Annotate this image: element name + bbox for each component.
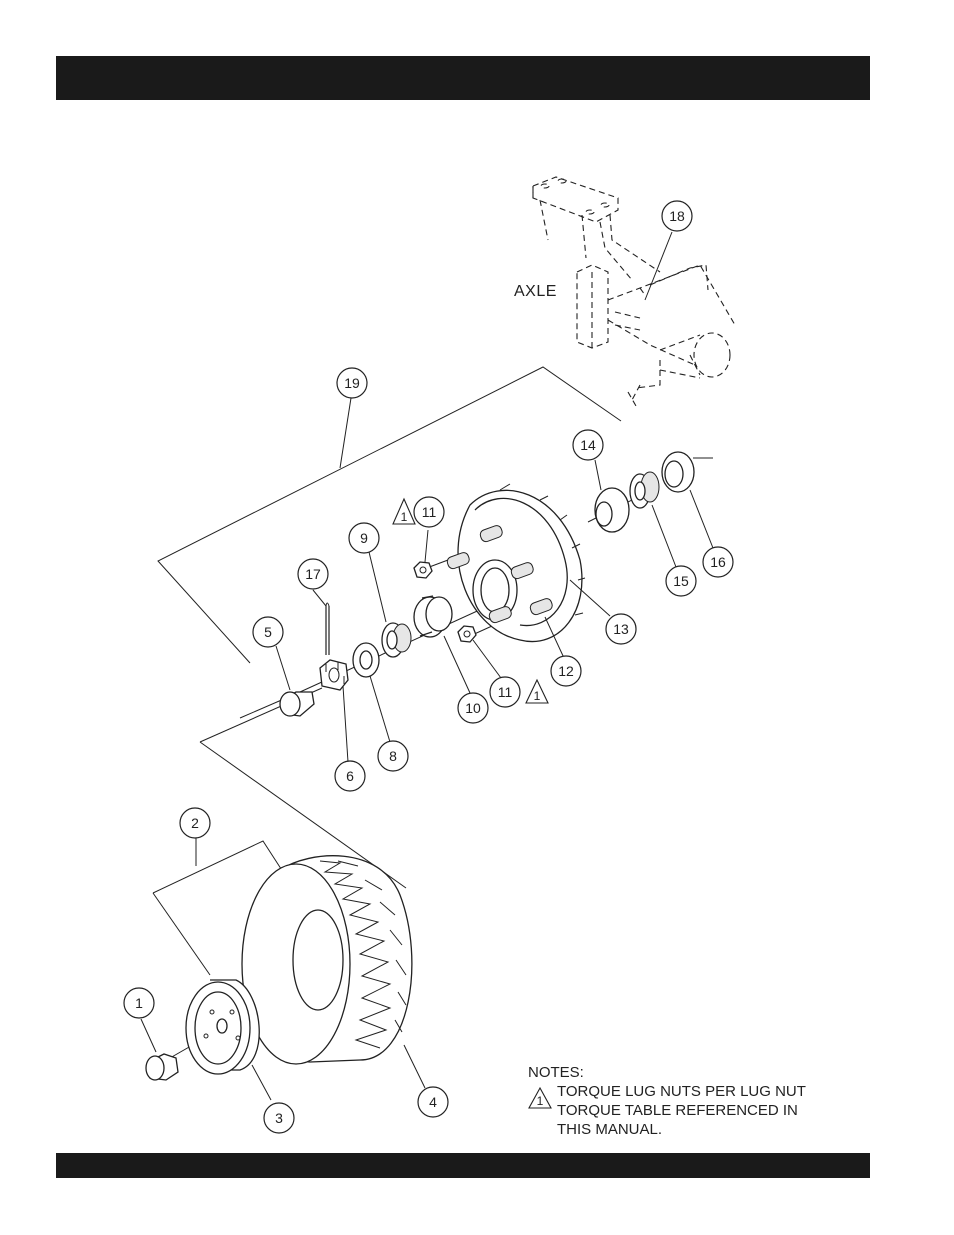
callout-label: 10 <box>465 700 481 716</box>
footer-bar <box>56 1153 870 1178</box>
note-line: TORQUE TABLE REFERENCED IN <box>528 1101 806 1120</box>
bearing-cone-15 <box>630 472 659 508</box>
bearing-cone-9 <box>382 623 411 657</box>
note-line: THIS MANUAL. <box>528 1120 806 1139</box>
warning-number: 1 <box>534 689 541 703</box>
callout-label: 12 <box>558 663 574 679</box>
warning-triangle-icon: 1 <box>528 1087 552 1109</box>
callout-label: 17 <box>305 566 321 582</box>
callout-1: 1 <box>124 988 154 1018</box>
hub-drum-13 <box>458 484 585 642</box>
notes-title: NOTES: <box>528 1063 806 1082</box>
callout-label: 6 <box>346 768 354 784</box>
cotter-pin-17 <box>326 603 329 655</box>
callout-8: 8 <box>378 741 408 771</box>
callout-11-upper: 11 <box>414 497 444 527</box>
warning-number: 1 <box>401 510 408 524</box>
axle-assembly <box>533 177 735 406</box>
callout-11-lower: 11 <box>490 677 520 707</box>
washer-8 <box>353 643 379 677</box>
callout-label: 14 <box>580 437 596 453</box>
callout-18: 18 <box>662 201 692 231</box>
callout-12: 12 <box>551 656 581 686</box>
callout-label: 8 <box>389 748 397 764</box>
callout-label: 5 <box>264 624 272 640</box>
bearing-cup-16 <box>662 452 694 492</box>
callout-label: 3 <box>275 1110 283 1126</box>
warning-triangle-lower: 1 <box>526 680 548 703</box>
callout-17: 17 <box>298 559 328 589</box>
callout-label: 4 <box>429 1094 437 1110</box>
seal-14 <box>595 488 629 532</box>
notes-block: NOTES: 1 TORQUE LUG NUTS PER LUG NUT TOR… <box>528 1063 806 1139</box>
callout-label: 16 <box>710 554 726 570</box>
bearing-cup-10 <box>414 596 452 637</box>
callout-label: 11 <box>498 684 513 700</box>
castle-nut-6 <box>320 660 348 690</box>
callout-9: 9 <box>349 523 379 553</box>
callout-label: 15 <box>673 573 689 589</box>
grease-cap-5 <box>280 692 314 716</box>
tire-4 <box>242 856 412 1064</box>
warning-triangle-upper: 1 <box>393 499 415 524</box>
callout-15: 15 <box>666 566 696 596</box>
callout-5: 5 <box>253 617 283 647</box>
notes-warning-number: 1 <box>537 1094 544 1108</box>
callout-label: 19 <box>344 375 360 391</box>
note-line: TORQUE LUG NUTS PER LUG NUT <box>528 1082 806 1101</box>
callout-label: 9 <box>360 530 368 546</box>
callout-3: 3 <box>264 1103 294 1133</box>
dust-cap-1 <box>146 1054 178 1080</box>
leader-lines <box>141 232 713 1100</box>
callout-2: 2 <box>180 808 210 838</box>
callout-19: 19 <box>337 368 367 398</box>
callout-label: 13 <box>613 621 629 637</box>
callout-4: 4 <box>418 1087 448 1117</box>
callout-label: 2 <box>191 815 199 831</box>
callout-16: 16 <box>703 547 733 577</box>
callout-14: 14 <box>573 430 603 460</box>
callout-6: 6 <box>335 761 365 791</box>
wheel-rim-3 <box>186 980 259 1074</box>
callout-label: 11 <box>422 504 437 520</box>
callout-10: 10 <box>458 693 488 723</box>
callout-label: 18 <box>669 208 685 224</box>
axle-label: AXLE <box>514 283 557 301</box>
callout-label: 1 <box>135 995 143 1011</box>
callout-13: 13 <box>606 614 636 644</box>
